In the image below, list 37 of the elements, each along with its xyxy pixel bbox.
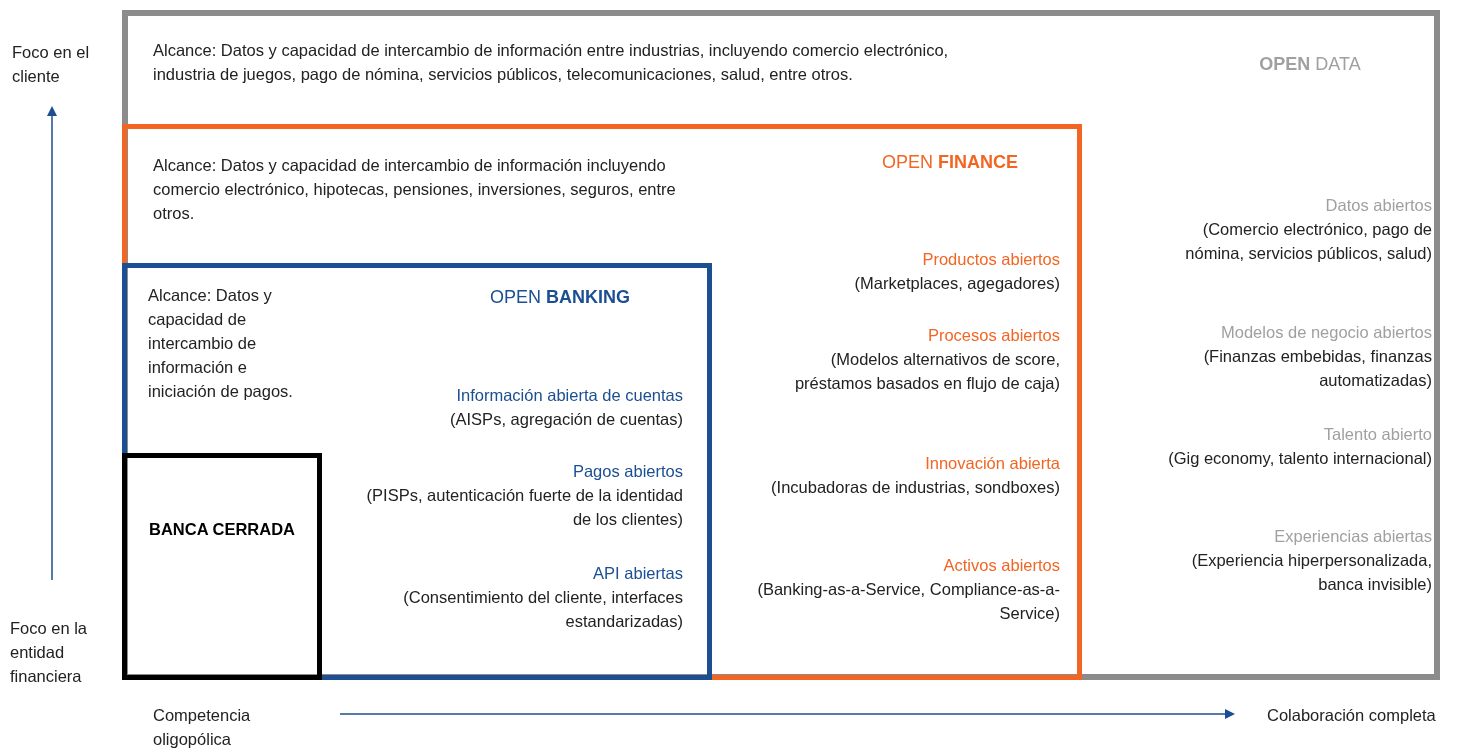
scope-text: Alcance: Datos y capacidad de intercambio de información e iniciación de pagos. [148, 285, 294, 402]
section-title: OPEN FINANCE [881, 151, 1019, 174]
category-heading: Activos abiertos [942, 555, 1060, 576]
open-finance-frame [122, 124, 1082, 680]
category-description: (Experiencia hiperpersonalizada, banca invisible) [1190, 550, 1432, 595]
category-heading: Información abierta de cuentas [455, 385, 683, 406]
box-title: BANCA CERRADA [147, 519, 297, 540]
open-data-frame [122, 10, 1440, 680]
closed-banking-box [122, 453, 322, 680]
section-title: OPEN BANKING [489, 286, 631, 309]
category-description: (PISPs, autenticación fuerte de la identidad de los clientes) [365, 485, 683, 530]
category-description: (Finanzas embebidas, finanzas automatizadas) [1202, 346, 1432, 391]
axis-label: Foco en el cliente [12, 42, 91, 87]
axis-label: Foco en la entidad financiera [10, 618, 89, 687]
category-description: (Consentimiento del cliente, interfaces estandarizadas) [402, 587, 683, 632]
scope-text: Alcance: Datos y capacidad de intercambio de información entre industrias, incluyendo comercio electrónico, industria de juegos, pago de nómina, servicios públicos, telecomunicaciones, salud, entre otros. [153, 40, 950, 85]
category-heading: API abiertas [592, 563, 683, 584]
category-heading: Productos abiertos [921, 249, 1060, 270]
category-heading: Datos abiertos [1324, 195, 1432, 216]
category-heading: Modelos de negocio abiertos [1220, 322, 1432, 343]
axis-label: Competencia oligopólica [153, 705, 252, 749]
category-description: (AISPs, agregación de cuentas) [449, 409, 683, 430]
category-heading: Talento abierto [1322, 424, 1432, 445]
open-banking-frame [122, 263, 712, 680]
category-description: (Incubadoras de industrias, sondboxes) [770, 477, 1060, 498]
category-heading: Innovación abierta [924, 453, 1060, 474]
category-description: (Gig economy, talento internacional) [1167, 448, 1432, 469]
category-description: (Comercio electrónico, pago de nómina, servicios públicos, salud) [1184, 219, 1432, 264]
scope-text: Alcance: Datos y capacidad de intercambio de información incluyendo comercio electrónico, hipotecas, pensiones, inversiones, seguros, entre otros. [153, 155, 677, 224]
category-description: (Banking-as-a-Service, Compliance-as-a-Service) [756, 579, 1060, 624]
category-description: (Marketplaces, agegadores) [853, 273, 1060, 294]
category-heading: Experiencias abiertas [1273, 526, 1432, 547]
category-heading: Procesos abiertos [926, 325, 1060, 346]
category-description: (Modelos alternativos de score, préstamos basados en flujo de caja) [793, 349, 1060, 394]
section-title: OPEN DATA [1258, 53, 1362, 76]
category-heading: Pagos abiertos [571, 461, 683, 482]
axis-label: Colaboración completa [1267, 705, 1437, 726]
